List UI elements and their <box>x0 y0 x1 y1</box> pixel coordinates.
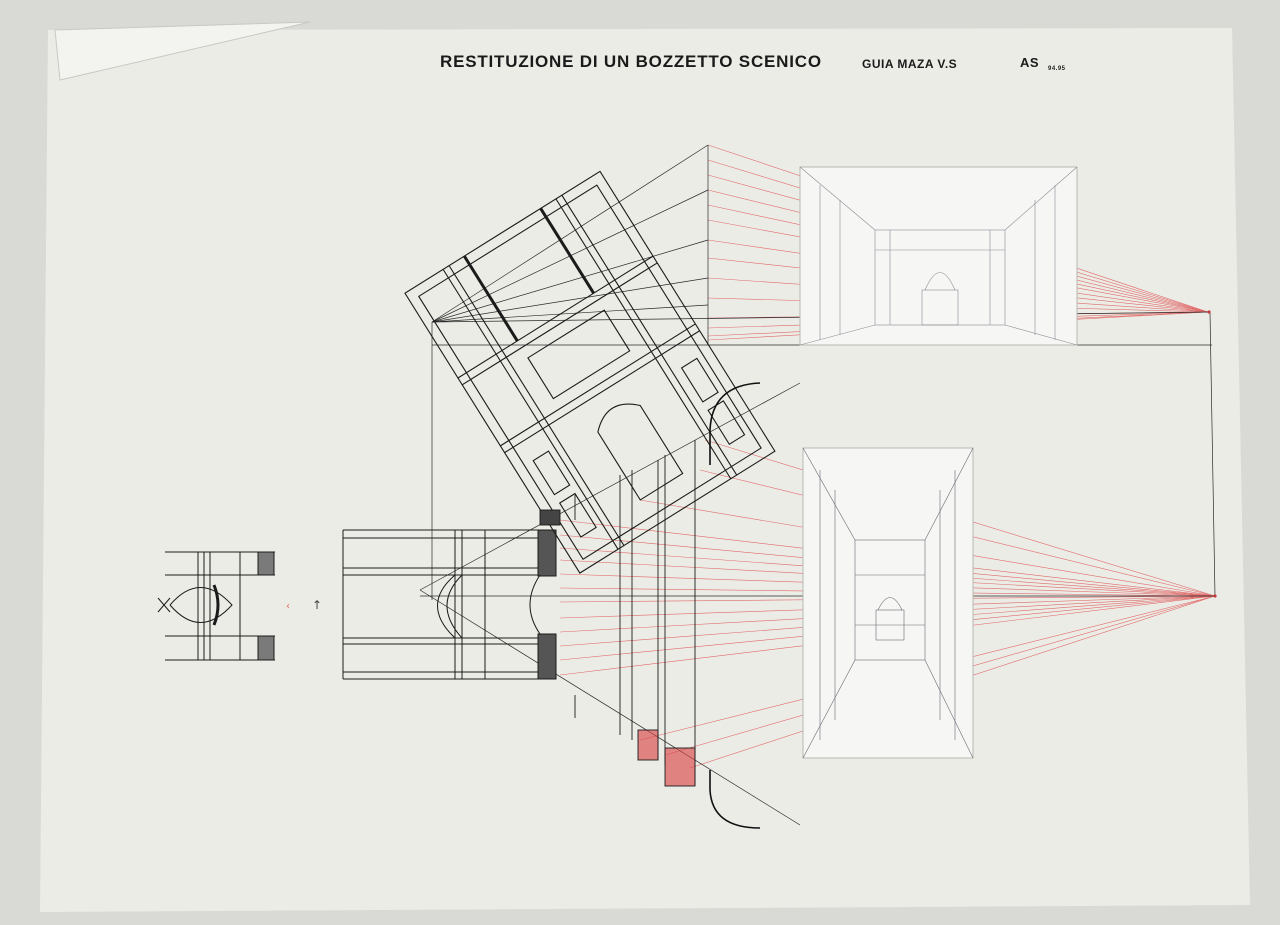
rotated-elevation <box>404 170 776 574</box>
year-label: 94.95 <box>1048 66 1066 72</box>
left-marker-symbol: ‹ <box>286 601 290 612</box>
paper-fold-corner <box>54 21 311 81</box>
lower-perspective-drawing <box>802 447 974 759</box>
lower-vanishing-point <box>1213 594 1217 598</box>
construction-lines <box>419 144 1216 826</box>
upper-perspective-drawing <box>799 166 1078 346</box>
left-arrow-symbol: ↑ <box>312 598 322 612</box>
stage-front-curves <box>709 382 761 829</box>
hatched-blocks <box>539 509 696 787</box>
course-label: AS <box>1020 55 1040 70</box>
upper-vanishing-point <box>1207 310 1211 314</box>
sheet-title: RESTITUZIONE DI UN BOZZETTO SCENICO <box>440 52 822 71</box>
paper-sheet <box>40 28 1250 912</box>
author-label: GUIA MAZA V.S <box>862 57 958 71</box>
plan-view <box>342 529 557 680</box>
left-small-elevation <box>157 551 275 661</box>
vertical-section-lines <box>574 440 696 785</box>
